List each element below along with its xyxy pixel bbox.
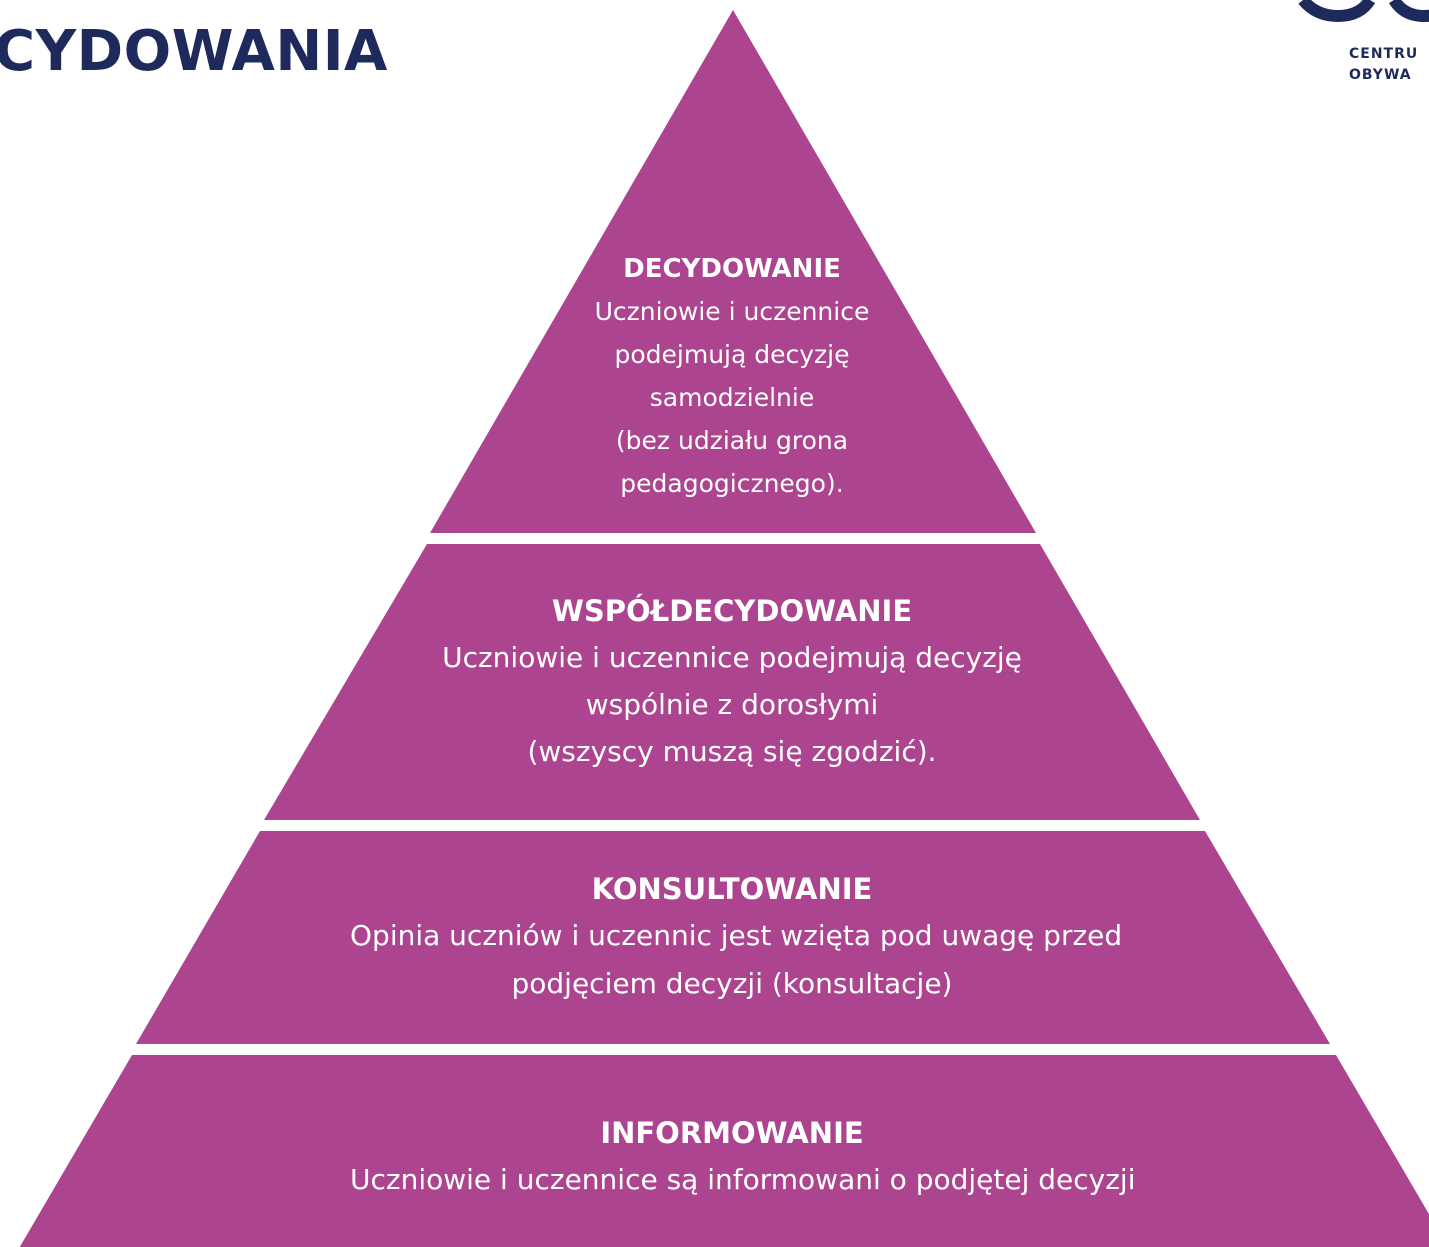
logo-text-line-2: OBYWA [1349, 67, 1412, 83]
level-konsultowanie: KONSULTOWANIE Opinia uczniów i uczennic … [350, 866, 1123, 1008]
level-description-line: Uczniowie i uczennice podejmują decyzję [442, 641, 1022, 674]
level-description-line: (bez udziału grona [615, 426, 849, 455]
organization-logo-mark-icon [1298, 0, 1429, 23]
level-description-line: Opinia uczniów i uczennic jest wzięta po… [350, 919, 1123, 952]
level-description-line: (wszyscy muszą się zgodzić). [527, 735, 937, 768]
level-title: INFORMOWANIE [600, 1116, 864, 1150]
level-wspoldecydowanie: WSPÓŁDECYDOWANIE Uczniowie i uczennice p… [350, 588, 1114, 775]
level-title: WSPÓŁDECYDOWANIE [551, 594, 913, 628]
organization-logo: CENTRU OBYWA [1290, 0, 1429, 100]
tier-decydowanie-shape [430, 10, 1036, 533]
page-title: CYDOWANIA [0, 19, 388, 84]
tier-informowanie-shape [19, 1055, 1429, 1247]
level-title: DECYDOWANIE [623, 254, 841, 284]
tier-wspoldecydowanie-shape [264, 544, 1200, 820]
level-description-line: Uczniowie i uczennice [594, 297, 870, 326]
level-description-line: wspólnie z dorosłymi [585, 688, 879, 721]
level-informowanie: INFORMOWANIE Uczniowie i uczennice są in… [350, 1110, 1136, 1204]
level-description-line: Uczniowie i uczennice są informowani o p… [350, 1163, 1136, 1196]
level-description-line: pedagogicznego). [620, 469, 844, 498]
level-decydowanie: DECYDOWANIE Uczniowie i uczennice podejm… [350, 248, 1114, 505]
level-title: KONSULTOWANIE [591, 872, 873, 906]
level-description-line: podjęciem decyzji (konsultacje) [511, 967, 953, 1000]
level-description-line: podejmują decyzję [614, 340, 850, 369]
tier-konsultowanie-shape [136, 831, 1330, 1044]
level-description-line: samodzielnie [649, 383, 815, 412]
logo-text-line-1: CENTRU [1349, 46, 1419, 62]
